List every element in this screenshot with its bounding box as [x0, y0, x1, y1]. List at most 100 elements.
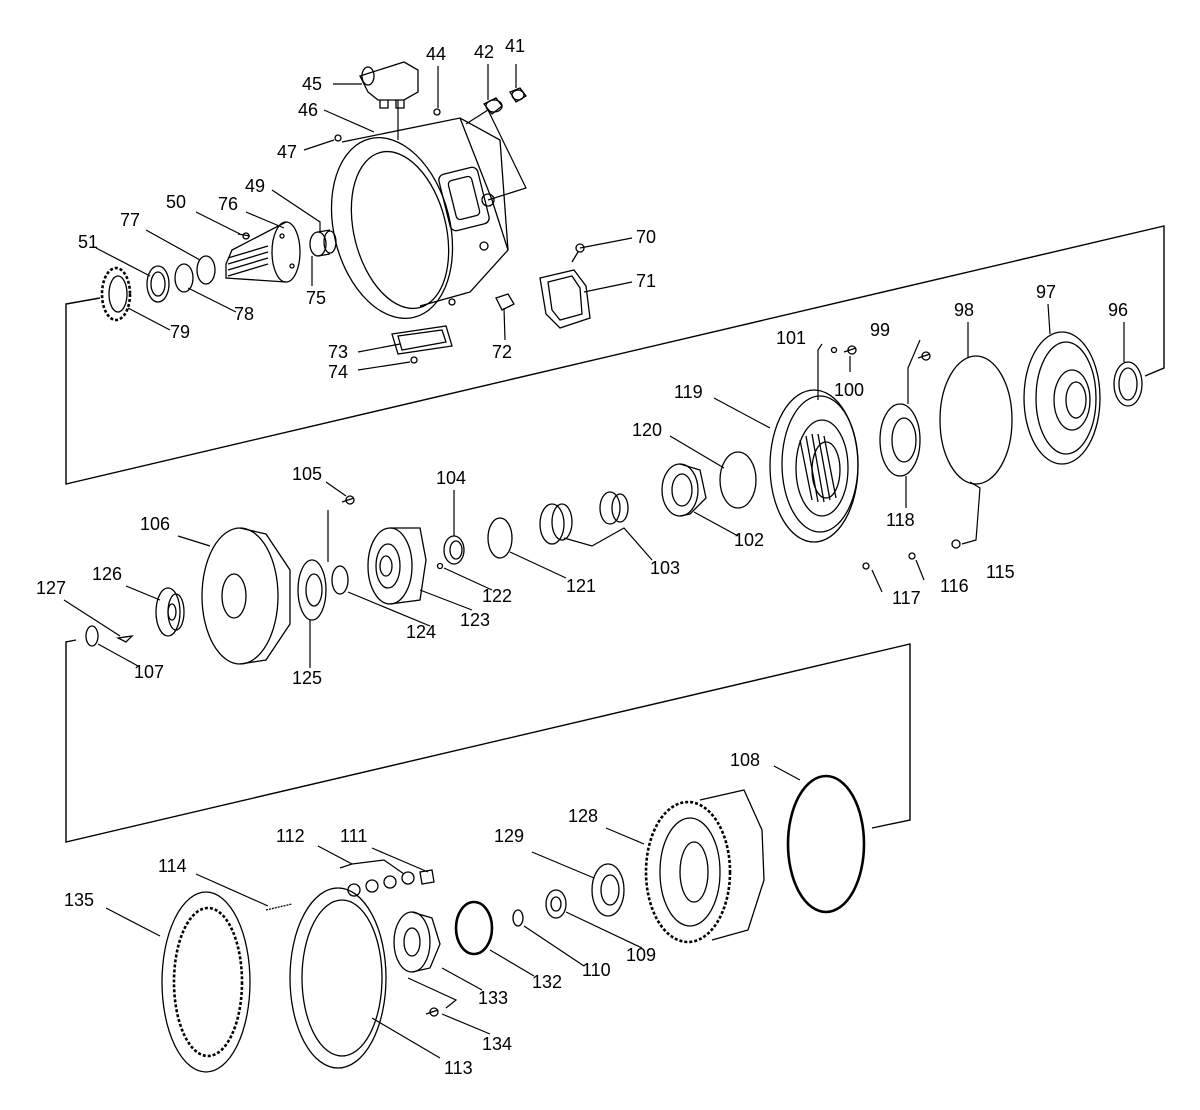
label-134: 134 [482, 1034, 512, 1054]
part-127-key [115, 635, 134, 643]
label-122: 122 [482, 586, 512, 606]
part-100-screw [843, 345, 857, 355]
part-70-screw [571, 243, 585, 263]
assembly-frame [65, 225, 1165, 843]
label-125: 125 [292, 668, 322, 688]
label-129: 129 [494, 826, 524, 846]
label-99: 99 [870, 320, 890, 340]
part-41-plug [509, 87, 527, 103]
label-76: 76 [218, 194, 238, 214]
part-113-flange-ring [289, 887, 387, 1069]
part-76-flange-shaft [225, 221, 301, 283]
part-number-labels: 41 42 44 45 46 47 49 50 51 70 71 72 73 7… [36, 36, 1128, 1078]
part-104-seal [443, 535, 465, 565]
part-98-o-ring [939, 355, 1013, 485]
label-107: 107 [134, 662, 164, 682]
part-75-bushing [309, 229, 337, 257]
label-96: 96 [1108, 300, 1128, 320]
part-120-o-ring [719, 451, 757, 509]
part-114-stud [265, 903, 293, 911]
label-73: 73 [328, 342, 348, 362]
label-98: 98 [954, 300, 974, 320]
label-119: 119 [674, 382, 703, 402]
label-112: 112 [276, 826, 305, 846]
part-121-ring [487, 517, 513, 559]
label-71: 71 [636, 271, 656, 291]
part-102-carrier [661, 463, 707, 517]
label-110: 110 [582, 960, 611, 980]
part-118-gasket [879, 403, 921, 477]
part-125-plate [297, 559, 327, 621]
label-118: 118 [886, 510, 915, 530]
label-51: 51 [78, 232, 98, 252]
part-132-o-ring [454, 900, 494, 956]
label-78: 78 [234, 304, 254, 324]
label-50: 50 [166, 192, 186, 212]
part-99-screw [917, 351, 931, 361]
part-122-pin [436, 562, 444, 570]
part-107-seal [85, 625, 99, 647]
part-126-hub [155, 587, 185, 637]
part-105-screw [341, 495, 355, 505]
label-100: 100 [834, 380, 864, 400]
label-72: 72 [492, 342, 512, 362]
label-117: 117 [892, 588, 921, 608]
part-47-dowel [334, 134, 342, 142]
part-109-bushing [545, 889, 567, 919]
label-108: 108 [730, 750, 760, 770]
part-133-carrier [393, 911, 441, 973]
label-116: 116 [940, 576, 969, 596]
leader-lines [63, 64, 1125, 1059]
label-115: 115 [986, 562, 1015, 582]
part-123-stator [367, 527, 427, 605]
part-115-washer [951, 539, 961, 549]
label-133: 133 [478, 988, 508, 1008]
label-41: 41 [505, 36, 525, 56]
part-77-ring [196, 255, 216, 285]
part-106-converter-disk [201, 527, 291, 665]
part-112-nuts [347, 871, 415, 897]
label-105: 105 [292, 464, 322, 484]
label-74: 74 [328, 362, 348, 382]
part-111-screw [419, 869, 435, 885]
part-97-cover [1023, 331, 1101, 465]
label-75: 75 [306, 288, 326, 308]
part-119-pump-housing [769, 389, 859, 543]
label-70: 70 [636, 227, 656, 247]
label-109: 109 [626, 945, 656, 965]
part-116-pin [908, 552, 916, 560]
label-121: 121 [566, 576, 596, 596]
label-103: 103 [650, 558, 680, 578]
label-132: 132 [532, 972, 562, 992]
label-135: 135 [64, 890, 94, 910]
label-104: 104 [436, 468, 466, 488]
housing-group [100, 61, 591, 364]
label-79: 79 [170, 322, 190, 342]
part-96-seal [1113, 361, 1143, 407]
part-51-seal [146, 265, 170, 303]
label-111: 111 [340, 826, 367, 846]
label-47: 47 [277, 142, 297, 162]
part-108-o-ring [786, 774, 866, 914]
part-134-screw [425, 1007, 439, 1017]
label-120: 120 [632, 420, 662, 440]
label-97: 97 [1036, 282, 1056, 302]
label-77: 77 [120, 210, 140, 230]
part-50-screw [237, 232, 251, 240]
part-128-gear-drum [644, 789, 765, 944]
label-101: 101 [776, 328, 806, 348]
label-127: 127 [36, 578, 66, 598]
label-44: 44 [426, 44, 446, 64]
label-114: 114 [158, 856, 187, 876]
part-74-screw [410, 356, 418, 364]
part-79-gear [100, 266, 132, 322]
part-45-breather [359, 61, 419, 109]
part-44-plug [433, 108, 441, 116]
part-103-bearing [539, 491, 629, 545]
part-110-ring [512, 909, 524, 927]
label-126: 126 [92, 564, 122, 584]
label-102: 102 [734, 530, 764, 550]
part-101-pin [830, 346, 838, 354]
part-42-plug [482, 97, 503, 115]
